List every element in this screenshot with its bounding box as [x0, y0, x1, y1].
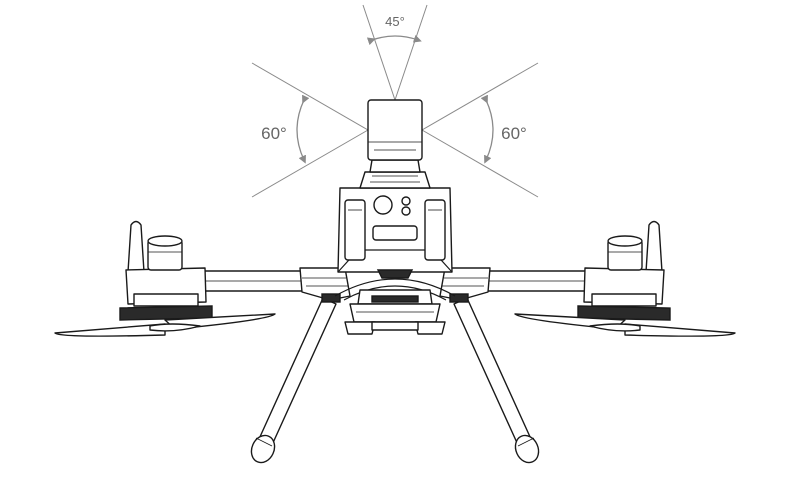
left-angle-arc	[296, 94, 310, 164]
right-wedge-upper-ray	[421, 62, 539, 131]
landing-gear-right	[453, 297, 540, 464]
arm-left	[194, 270, 311, 292]
right-wedge-lower-ray	[421, 129, 539, 198]
top-cone-right-ray	[394, 4, 428, 101]
fov-guides: 45° 60° 60°	[251, 4, 539, 198]
right-angle-arc	[480, 94, 494, 164]
top-cone-left-ray	[362, 4, 396, 101]
arm-hinge-left	[299, 267, 351, 303]
top-sensor-module	[367, 99, 423, 161]
landing-gear-left	[250, 297, 337, 464]
arm-hinge-right	[439, 267, 491, 303]
right-angle-label: 60°	[501, 124, 527, 143]
top-angle-arc	[366, 34, 422, 46]
front-sensor-icon	[373, 195, 393, 215]
motor-right	[514, 220, 736, 337]
gimbal-mount	[334, 269, 456, 335]
drone-body	[337, 159, 453, 273]
left-wedge-upper-ray	[251, 62, 369, 131]
top-angle-label: 45°	[385, 14, 405, 29]
left-wedge-lower-ray	[251, 129, 369, 198]
motor-left	[54, 220, 276, 337]
arm-right	[479, 270, 596, 292]
drone	[54, 99, 736, 464]
left-angle-label: 60°	[261, 124, 287, 143]
